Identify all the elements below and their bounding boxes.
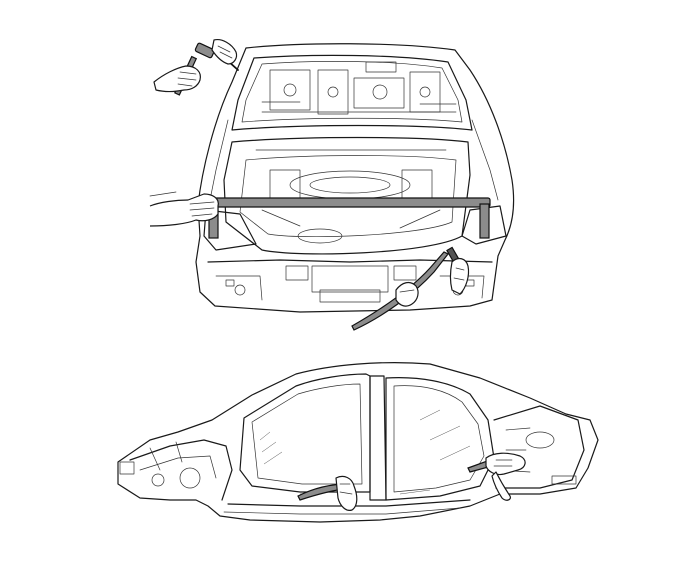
rear-view-panel bbox=[149, 39, 515, 331]
hand-holding-trim-tool-side-2 bbox=[485, 452, 526, 501]
side-view-hatching bbox=[259, 409, 471, 495]
rear-body-outline bbox=[195, 43, 515, 313]
hand-holding-hammer bbox=[153, 65, 201, 93]
rear-lower-panel bbox=[207, 259, 493, 263]
front-door-inner bbox=[251, 383, 363, 485]
front-apron bbox=[119, 439, 233, 501]
side-sill-lower bbox=[223, 507, 461, 515]
rear-door-inner bbox=[393, 385, 485, 493]
right-tail-lamp-pocket bbox=[461, 205, 507, 245]
hand-holding-trim-tool-side-1 bbox=[335, 475, 358, 511]
hand-holding-chisel bbox=[211, 39, 238, 65]
side-body-outline bbox=[117, 362, 599, 523]
rear-quarter bbox=[493, 405, 585, 489]
side-view-panel bbox=[117, 362, 599, 523]
rear-window-inner bbox=[241, 61, 463, 123]
b-pillar bbox=[369, 375, 387, 501]
hand-holding-trim-tool-rear bbox=[395, 257, 470, 307]
rear-door-opening bbox=[385, 377, 495, 501]
parcel-shelf-details bbox=[261, 61, 457, 115]
trunk-floor bbox=[239, 155, 457, 238]
trunk-floor-details bbox=[255, 149, 447, 244]
hand-holding-pry-bar bbox=[149, 191, 219, 227]
left-c-pillar-edge bbox=[209, 119, 229, 201]
right-c-pillar-edge bbox=[471, 119, 499, 201]
rear-window-frame bbox=[231, 54, 473, 131]
rear-panel-details bbox=[215, 265, 485, 303]
front-door-opening bbox=[239, 373, 371, 493]
body-pry-bar bbox=[203, 197, 491, 239]
trunk-opening bbox=[223, 136, 471, 255]
left-tail-lamp-pocket bbox=[203, 209, 257, 251]
